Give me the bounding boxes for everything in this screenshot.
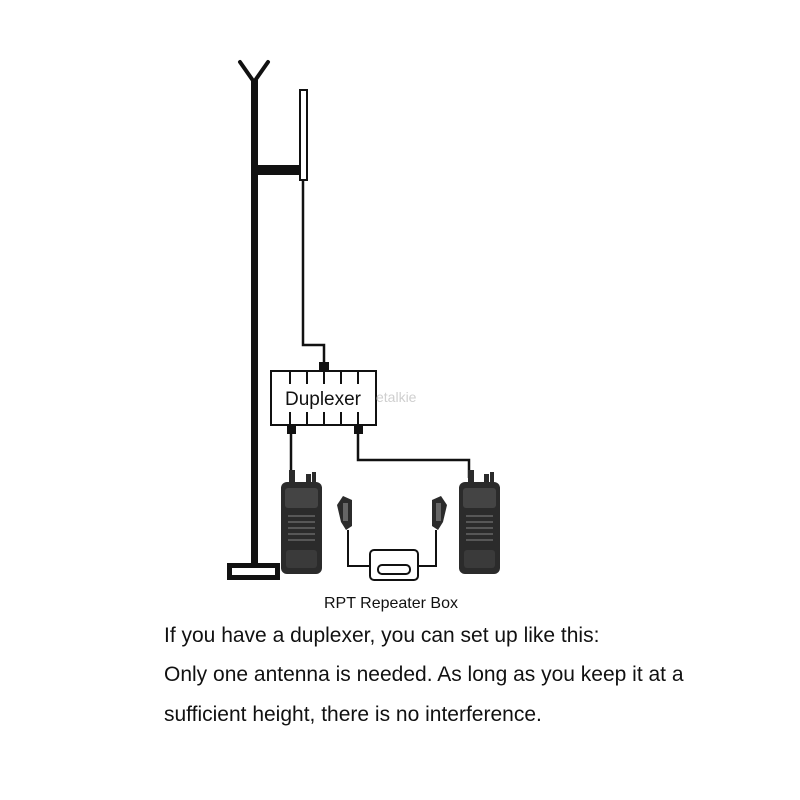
duplexer: Duplexer [270, 370, 377, 434]
caption-line-3: sufficient height, there is no interfere… [164, 703, 542, 726]
right-plug [418, 496, 447, 567]
right-radio [459, 470, 500, 574]
caption-line-1: If you have a duplexer, you can set up l… [164, 624, 600, 647]
duplexer-label: Duplexer [285, 389, 362, 410]
left-radio [281, 470, 322, 574]
antenna-mast [227, 60, 305, 580]
repeater-box [369, 549, 419, 581]
repeater-box-label: RPT Repeater Box [324, 595, 458, 612]
duplexer-radio-cables [289, 434, 471, 478]
caption-line-2: Only one antenna is needed. As long as y… [164, 663, 684, 686]
left-plug [337, 496, 370, 567]
watermark-text: etalkie [376, 389, 417, 405]
antenna-element [299, 89, 329, 370]
